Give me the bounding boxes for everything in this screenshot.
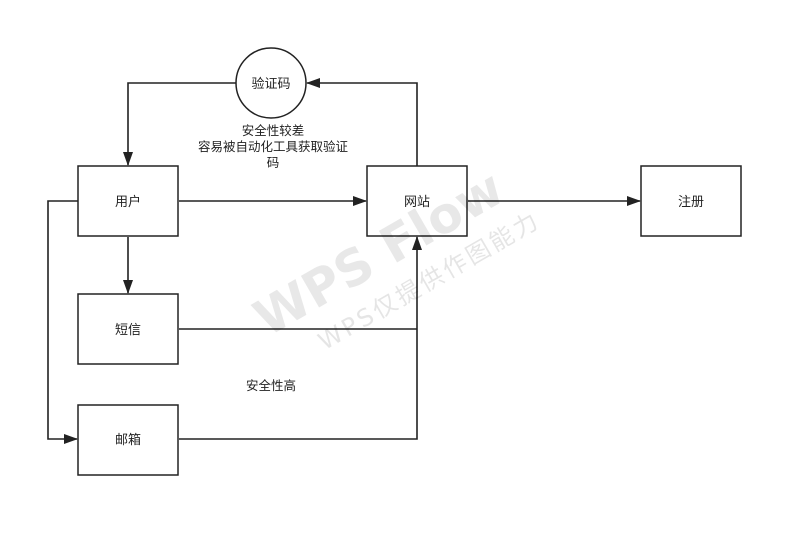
node-user[interactable]: 用户 [77,165,179,237]
node-website-label: 网站 [404,195,430,210]
edge-captcha-to-user [123,82,236,166]
node-sms[interactable]: 短信 [77,293,179,365]
edge-user-to-email [47,200,78,444]
node-sms-label: 短信 [115,323,141,338]
node-email[interactable]: 邮箱 [77,404,179,476]
captcha-note-line1: 安全性较差 [242,123,305,138]
node-captcha-label: 验证码 [251,76,290,92]
node-email-label: 邮箱 [115,432,141,448]
node-user-label: 用户 [115,194,141,210]
captcha-note-line2: 容易被自动化工具获取验证 [198,139,349,154]
node-register[interactable]: 注册 [640,165,742,237]
node-captcha[interactable]: 验证码 [235,47,307,119]
node-register-label: 注册 [678,195,704,210]
node-website[interactable]: 网站 [366,165,468,237]
edge-website-to-captcha [306,78,418,166]
edge-email-to-website [179,236,422,440]
captcha-note-line3: 码 [267,155,280,170]
secure-note: 安全性高 [246,378,296,393]
